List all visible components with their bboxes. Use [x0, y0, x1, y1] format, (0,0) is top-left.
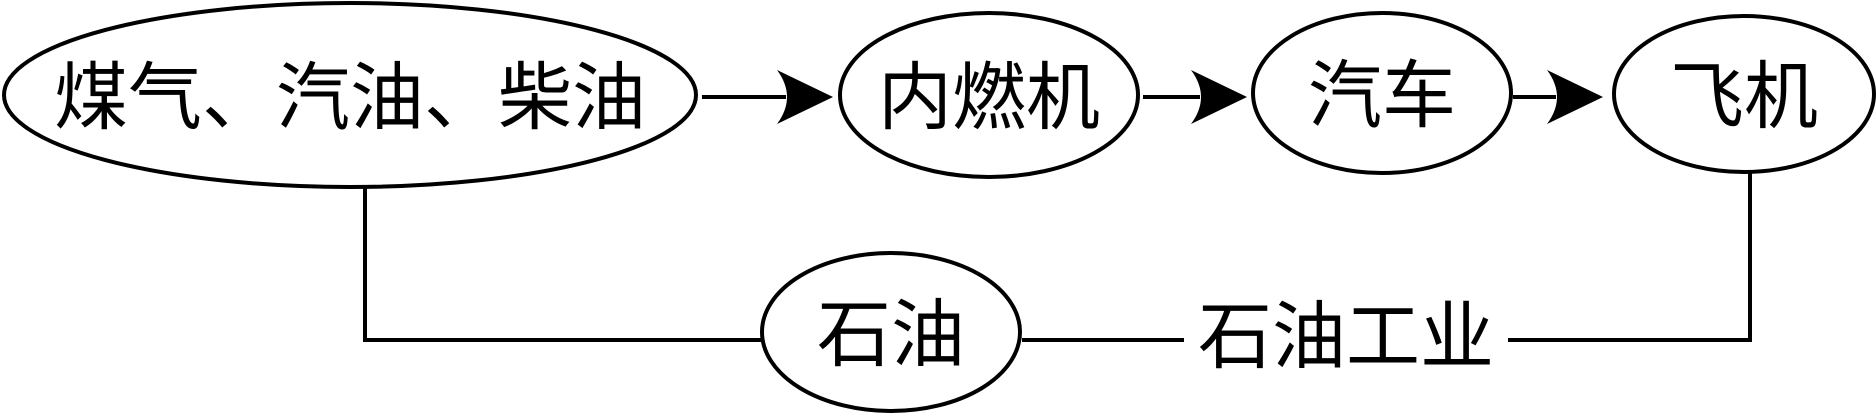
node-oil-industry: 石油工业	[1198, 297, 1494, 379]
node-fuels-ellipse	[2, 1, 698, 189]
edge-car-plane	[1513, 70, 1603, 124]
arrow-head-icon	[777, 70, 833, 124]
arrow-head-icon	[1191, 70, 1247, 124]
node-engine: 内燃机	[838, 11, 1140, 179]
node-plane-label: 飞机	[1670, 57, 1818, 139]
edge-fuels-oil	[363, 186, 764, 342]
node-fuels-label: 煤气、汽油、柴油	[54, 58, 646, 140]
connector-line	[1508, 173, 1752, 342]
node-plane-ellipse	[1612, 14, 1876, 174]
edge-oilindustry-plane	[1508, 173, 1752, 342]
connector-line	[363, 186, 764, 342]
node-car-label: 汽车	[1308, 56, 1456, 138]
node-oil-label: 石油	[817, 295, 965, 377]
node-car-ellipse	[1251, 11, 1513, 175]
edge-fuels-engine	[702, 70, 833, 124]
node-engine-ellipse	[838, 11, 1140, 179]
edge-engine-car	[1143, 70, 1247, 124]
node-oil-ellipse	[760, 251, 1022, 413]
node-fuels: 煤气、汽油、柴油	[2, 1, 698, 189]
node-oil: 石油	[760, 251, 1022, 413]
node-car: 汽车	[1251, 11, 1513, 175]
node-oil-industry-label: 石油工业	[1198, 297, 1494, 379]
node-engine-label: 内燃机	[878, 58, 1100, 140]
arrow-head-icon	[1547, 70, 1603, 124]
node-plane: 飞机	[1612, 14, 1876, 174]
